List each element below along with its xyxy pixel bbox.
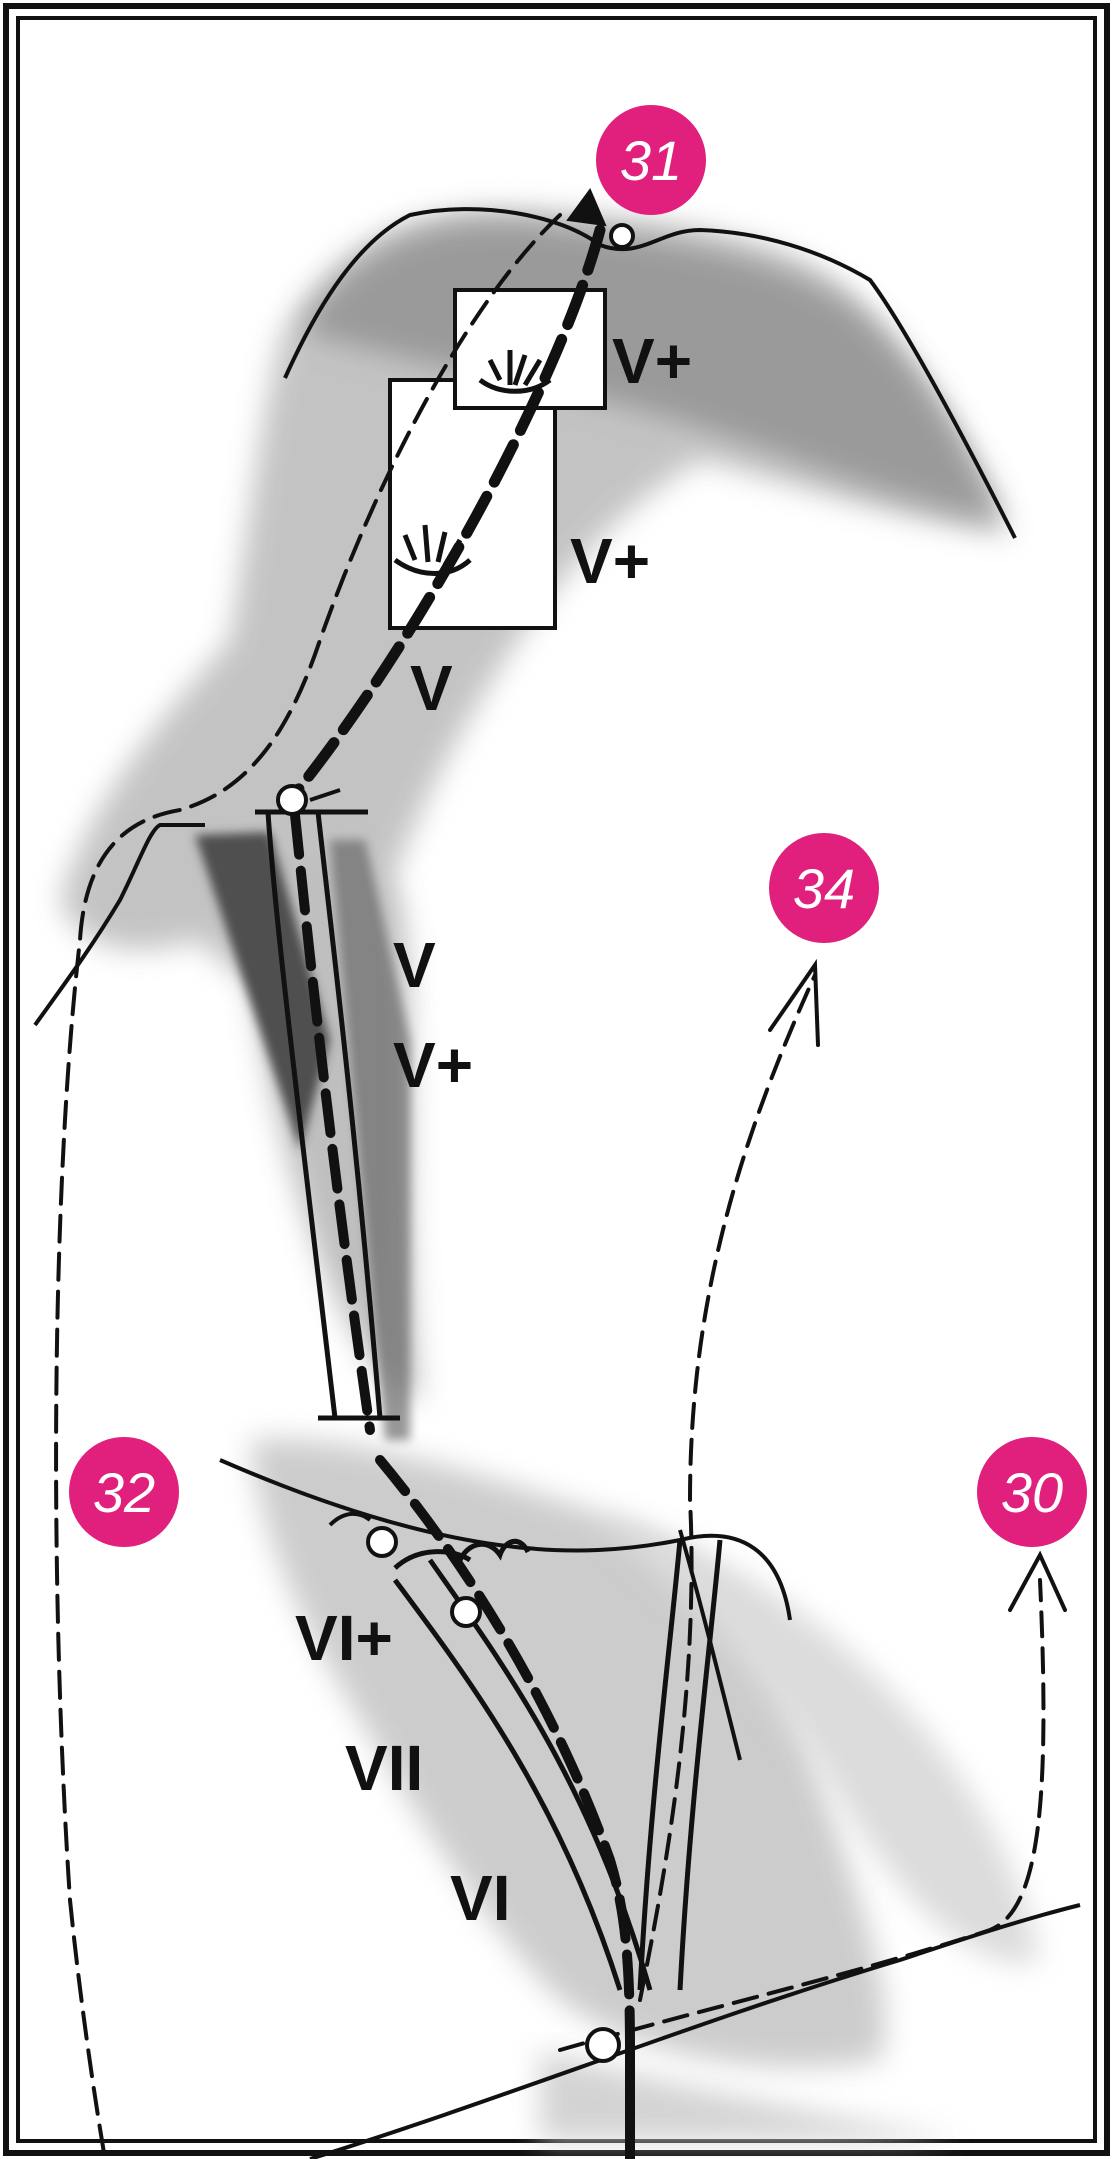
grade-label: V xyxy=(393,929,436,1001)
badge-number: 34 xyxy=(793,857,855,920)
grade-label: VII xyxy=(345,1732,423,1804)
badge-number: 32 xyxy=(93,1461,155,1524)
route-badge-31: 31 xyxy=(596,105,706,215)
grade-label: V xyxy=(410,652,453,724)
grade-label: V+ xyxy=(393,1029,473,1101)
badge-number: 31 xyxy=(620,129,682,192)
route-badge-30: 30 xyxy=(977,1437,1087,1547)
grade-label: V+ xyxy=(570,525,650,597)
grade-label: VI xyxy=(450,1862,510,1934)
grade-label: VI+ xyxy=(295,1602,393,1674)
route-badge-34: 34 xyxy=(769,833,879,943)
grade-label: V+ xyxy=(612,325,692,397)
badge-number: 30 xyxy=(1001,1461,1063,1524)
route-badge-32: 32 xyxy=(69,1437,179,1547)
